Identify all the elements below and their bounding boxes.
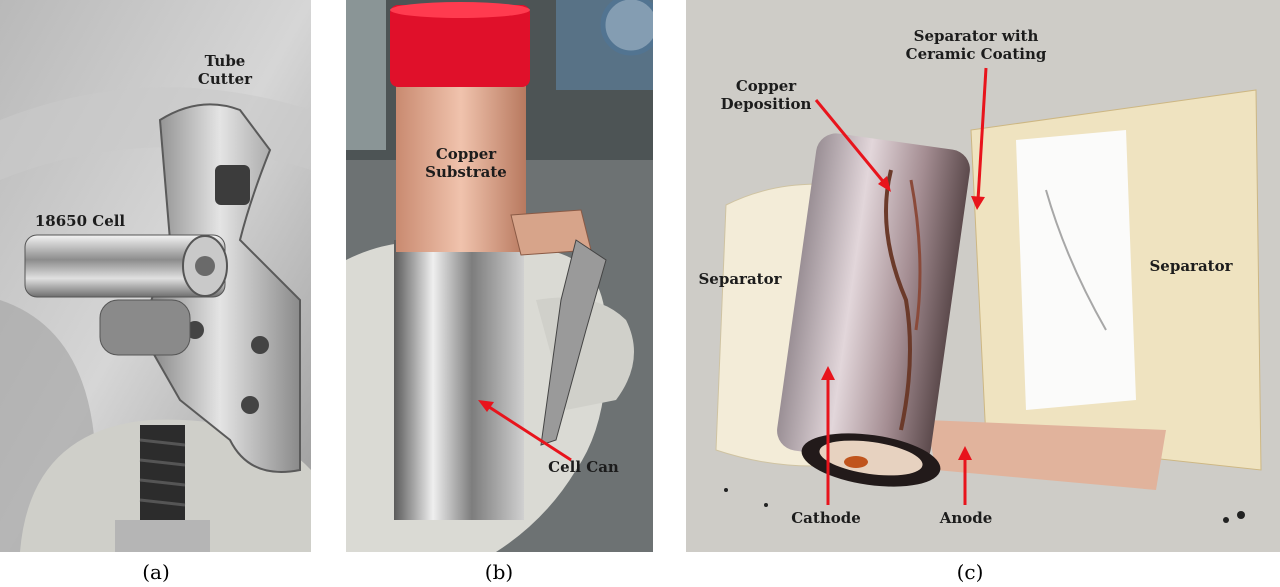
tube-cutter-label-line-1: Tube — [204, 52, 246, 70]
copper-deposition-label: Copper Deposition — [706, 77, 826, 113]
copper-substrate-label-line-1: Copper — [435, 145, 497, 163]
copper-substrate-label: Copper Substrate — [416, 145, 516, 181]
separator-ceramic-label: Separator with Ceramic Coating — [886, 27, 1066, 63]
separator-left-label: Separator — [698, 270, 782, 288]
cell-18650-label: 18650 Cell — [34, 212, 126, 230]
tube-cutter-label: Tube Cutter — [185, 52, 265, 88]
anode-label: Anode — [939, 509, 993, 527]
caption-b: (b) — [484, 560, 514, 584]
tube-cutter-label-line-2: Cutter — [197, 70, 253, 88]
panel-b-photo: Copper Substrate Cell Can — [346, 0, 653, 552]
cathode-label: Cathode — [791, 509, 861, 527]
separator-ceramic-label-line-1: Separator with — [913, 27, 1039, 45]
cell-can-label: Cell Can — [548, 458, 619, 476]
copper-deposition-label-line-2: Deposition — [720, 95, 812, 113]
caption-a: (a) — [142, 560, 170, 584]
separator-ceramic-label-line-2: Ceramic Coating — [905, 45, 1047, 63]
panel-c-photo: Copper Deposition Separator with Ceramic… — [686, 0, 1280, 552]
caption-c: (c) — [956, 560, 984, 584]
panel-c-illustration — [686, 0, 1280, 552]
copper-deposition-label-line-1: Copper — [735, 77, 797, 95]
separator-right-label: Separator — [1149, 257, 1233, 275]
panel-a-illustration — [0, 0, 311, 552]
copper-substrate-label-line-2: Substrate — [425, 163, 507, 181]
panel-a-photo: Tube Cutter 18650 Cell — [0, 0, 311, 552]
